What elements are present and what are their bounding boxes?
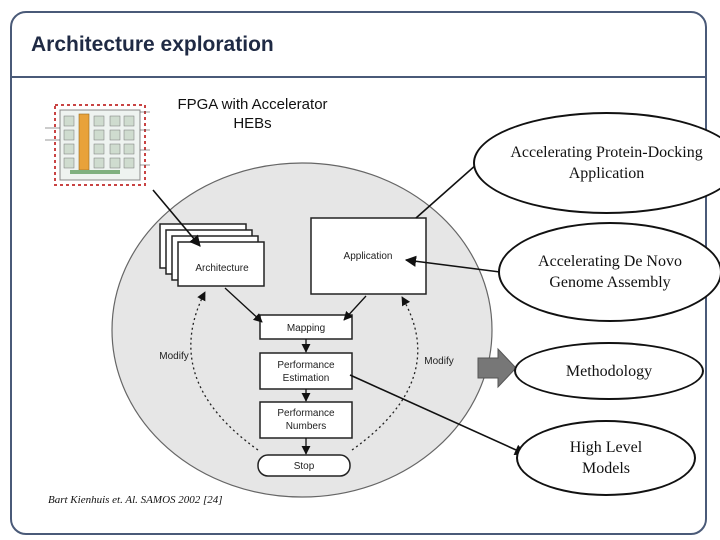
methodology-block-arrow (477, 347, 517, 389)
stop-label: Stop (294, 461, 315, 472)
high-level-models-oval: High Level Models (516, 420, 696, 496)
denovo-to-application-arrow (404, 255, 501, 273)
fpga-label: FPGA with Accelerator HEBs (177, 96, 328, 132)
perf-num-line1: Performance (277, 408, 335, 419)
architecture-label: Architecture (195, 263, 249, 274)
mapping-box (259, 314, 353, 340)
methodology-oval: Methodology (514, 342, 704, 400)
title-divider (12, 76, 706, 78)
perf-est-line1: Performance (277, 360, 335, 371)
protein-docking-oval: Accelerating Protein-Docking Application (473, 112, 720, 214)
mapping-label: Mapping (287, 323, 325, 334)
de-novo-oval: Accelerating De Novo Genome Assembly (498, 222, 720, 322)
fpga-to-architecture-arrow (152, 189, 201, 247)
estimation-to-models-arrow (349, 374, 527, 455)
perf-num-line2: Numbers (286, 421, 327, 432)
performance-numbers-box (259, 401, 353, 439)
architecture-stack (159, 223, 265, 287)
application-label: Application (344, 251, 393, 262)
perf-est-line2: Estimation (283, 373, 330, 384)
citation: Bart Kienhuis et. Al. SAMOS 2002 [24] (48, 494, 223, 506)
slide-title: Architecture exploration (31, 33, 274, 56)
modify-left-label: Modify (159, 351, 188, 362)
stop-box (257, 454, 351, 477)
modify-right-label: Modify (424, 356, 453, 367)
